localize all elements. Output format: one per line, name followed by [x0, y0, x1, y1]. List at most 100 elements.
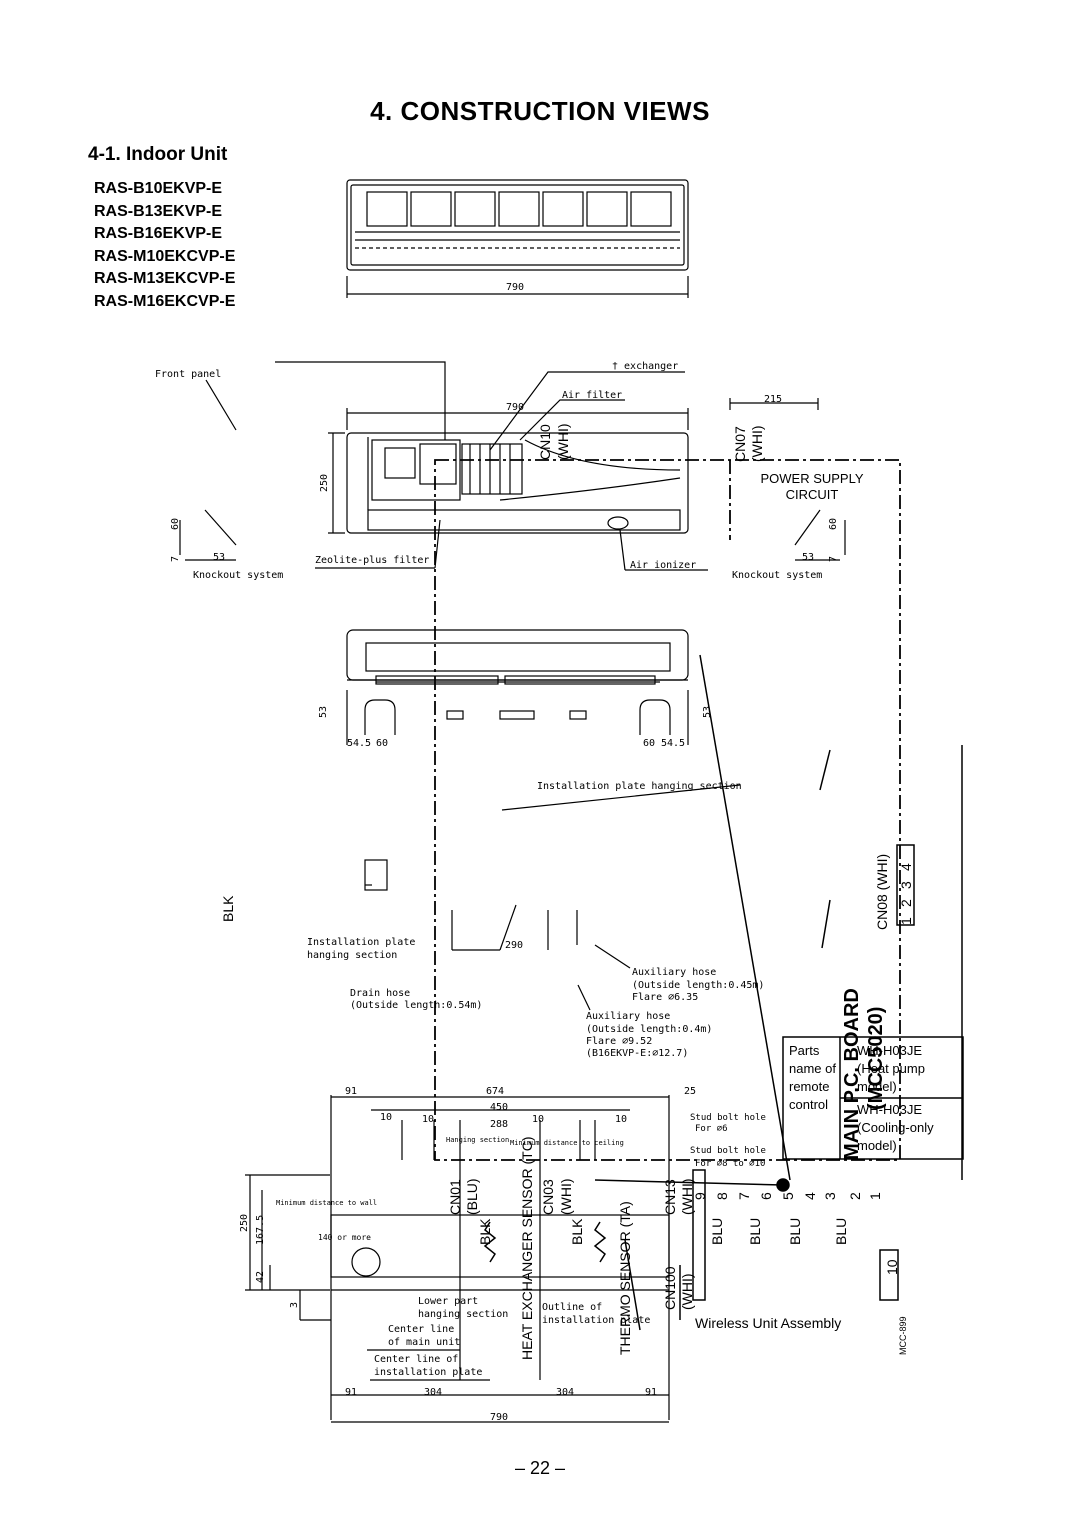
air-ionizer-label: Air ionizer [630, 560, 696, 571]
power-supply-circuit-label: CIRCUIT [786, 487, 839, 502]
cn08-pin-3: 3 [898, 881, 914, 889]
min-distance-ceiling-label: Minimum distance to ceiling [510, 1139, 624, 1147]
drain-length-label: (Outside length:0.54m) [350, 1000, 482, 1011]
dim-60-right: 60 [828, 518, 839, 530]
blk-left-label: BLK [220, 895, 236, 922]
cn100-label: CN100 [662, 1266, 678, 1310]
terminal-6: 6 [758, 1192, 774, 1200]
bottom-dim-545-left: 54.5 [347, 738, 371, 749]
cn08-label: CN08 (WHI) [874, 854, 890, 930]
plate-hanging-label: Installation plate [307, 937, 415, 948]
parts-table-row1-2: (Heat pump [857, 1061, 925, 1076]
dim-91-top: 91 [345, 1086, 357, 1097]
aux-flare-3-label: (B16EKVP-E:∅12.7) [586, 1048, 688, 1059]
cn10-label: CN10 [537, 424, 553, 460]
dim-91-br: 91 [645, 1387, 657, 1398]
bottom-dim-545-right: 54.5 [661, 738, 685, 749]
dim-53-left: 53 [213, 552, 225, 563]
blu-label: BLU [709, 1218, 725, 1245]
aux-flare-2-label: Flare ∅9.52 [586, 1036, 652, 1047]
terminal-5: 5 [780, 1192, 796, 1200]
outline-of-label: Outline of [542, 1302, 602, 1313]
main-board-label: MAIN P.C. BOARD [841, 988, 863, 1160]
model-item: RAS-M10EKCVP-E [94, 247, 236, 265]
front-panel-label: Front panel [155, 369, 221, 380]
blk-cn03-label: BLK [569, 1218, 585, 1245]
parts-table-row1-3: model) [857, 1079, 897, 1094]
center-line-label: Center line [388, 1324, 454, 1335]
cn03-label: CN03 [540, 1179, 556, 1215]
dim-674: 674 [486, 1086, 504, 1097]
top-view [346, 179, 689, 298]
cn07-label: CN07 [732, 426, 748, 462]
top-width-dim: 790 [506, 282, 524, 293]
cn01-label: CN01 [447, 1179, 463, 1215]
cn08-pin-1: 1 [898, 917, 914, 925]
air-filter-label: Air filter [562, 390, 622, 401]
plate-hanging-label-2: hanging section [307, 950, 397, 961]
stud-for-1-label: For ∅6 [695, 1124, 728, 1134]
dim-790-plate: 790 [490, 1412, 508, 1423]
mcc-code-label: MCC-899 [898, 1316, 908, 1355]
bottom-dim-60-right: 60 [643, 738, 655, 749]
dim-7-right: 7 [828, 556, 839, 562]
dim-10d: 10 [615, 1114, 627, 1125]
section-title: 4-1. Indoor Unit [88, 144, 228, 165]
page-title: 4. CONSTRUCTION VIEWS [370, 96, 710, 126]
knockout-right-label: Knockout system [732, 570, 822, 581]
dim-140-label: 140 or more [318, 1233, 371, 1242]
dim-25: 25 [684, 1086, 696, 1097]
cn08-pin-2: 2 [898, 899, 914, 907]
main-board-code: (MCC5020) [865, 1007, 887, 1110]
terminal-9: 9 [692, 1192, 708, 1200]
dim-7-left: 7 [170, 556, 181, 562]
page-number: – 22 – [514, 1458, 566, 1478]
terminal-10: 10 [884, 1259, 900, 1275]
terminal-8: 8 [714, 1192, 730, 1200]
dim-42: 42 [255, 1271, 266, 1283]
model-item: RAS-B10EKVP-E [94, 180, 223, 197]
parts-table-row2-1: WH-H03JE [857, 1102, 922, 1117]
dim-1675: 167.5 [255, 1215, 266, 1245]
dim-3: 3 [289, 1302, 300, 1308]
cn13-label: CN13 [662, 1179, 678, 1215]
hanging-section-small-label: Hanging section [446, 1136, 509, 1144]
front-height-dim: 250 [319, 474, 330, 492]
blu-label-4: BLU [833, 1218, 849, 1245]
parts-table-col1-3: remote [789, 1079, 829, 1094]
parts-table-col1-4: control [789, 1097, 828, 1112]
terminal-2: 2 [847, 1192, 863, 1200]
aux-hose-2-label: Auxiliary hose [586, 1011, 670, 1022]
parts-table-col1-1: Parts [789, 1043, 820, 1058]
dim-10a: 10 [380, 1112, 392, 1123]
aux-length-1-label: (Outside length:0.45m) [632, 980, 764, 991]
min-distance-wall-label: Minimum distance to wall [276, 1199, 377, 1207]
dim-288: 288 [490, 1119, 508, 1130]
terminal-3: 3 [822, 1192, 838, 1200]
parts-table-col1-2: name of [789, 1061, 836, 1076]
lower-hanging-label: hanging section [418, 1309, 508, 1320]
cn100-color: (WHI) [679, 1273, 695, 1310]
cn01-color: (BLU) [464, 1178, 480, 1215]
model-item: RAS-M16EKCVP-E [94, 292, 236, 310]
parts-table-row2-2: (Cooling-only [857, 1120, 934, 1135]
model-list: RAS-B10EKVP-E RAS-B13EKVP-E RAS-B16EKVP-… [94, 178, 235, 313]
dim-53-right: 53 [802, 552, 814, 563]
wireless-unit-label: Wireless Unit Assembly [695, 1315, 841, 1331]
bottom-dim-53-left: 53 [318, 706, 329, 718]
lower-part-label: Lower part [418, 1296, 478, 1307]
cn03-color: (WHI) [558, 1178, 574, 1215]
dim-60-left: 60 [170, 518, 181, 530]
installation-plate-label: installation plate [542, 1315, 650, 1326]
model-item: RAS-M13EKCVP-E [94, 270, 236, 287]
heat-exchanger-sensor-label: HEAT EXCHANGER SENSOR (TC) [519, 1136, 535, 1360]
model-item: RAS-B13EKVP-E [94, 202, 223, 220]
cn10-color: (WHI) [555, 423, 571, 460]
hanging-section-label: Installation plate hanging section [537, 781, 742, 792]
blu-label-2: BLU [747, 1218, 763, 1245]
cn13-color: (WHI) [679, 1178, 695, 1215]
parts-table-row1-1: WH-H03JE [857, 1043, 922, 1058]
dim-290: 290 [505, 940, 523, 951]
drain-hose-label: Drain hose [350, 988, 410, 999]
